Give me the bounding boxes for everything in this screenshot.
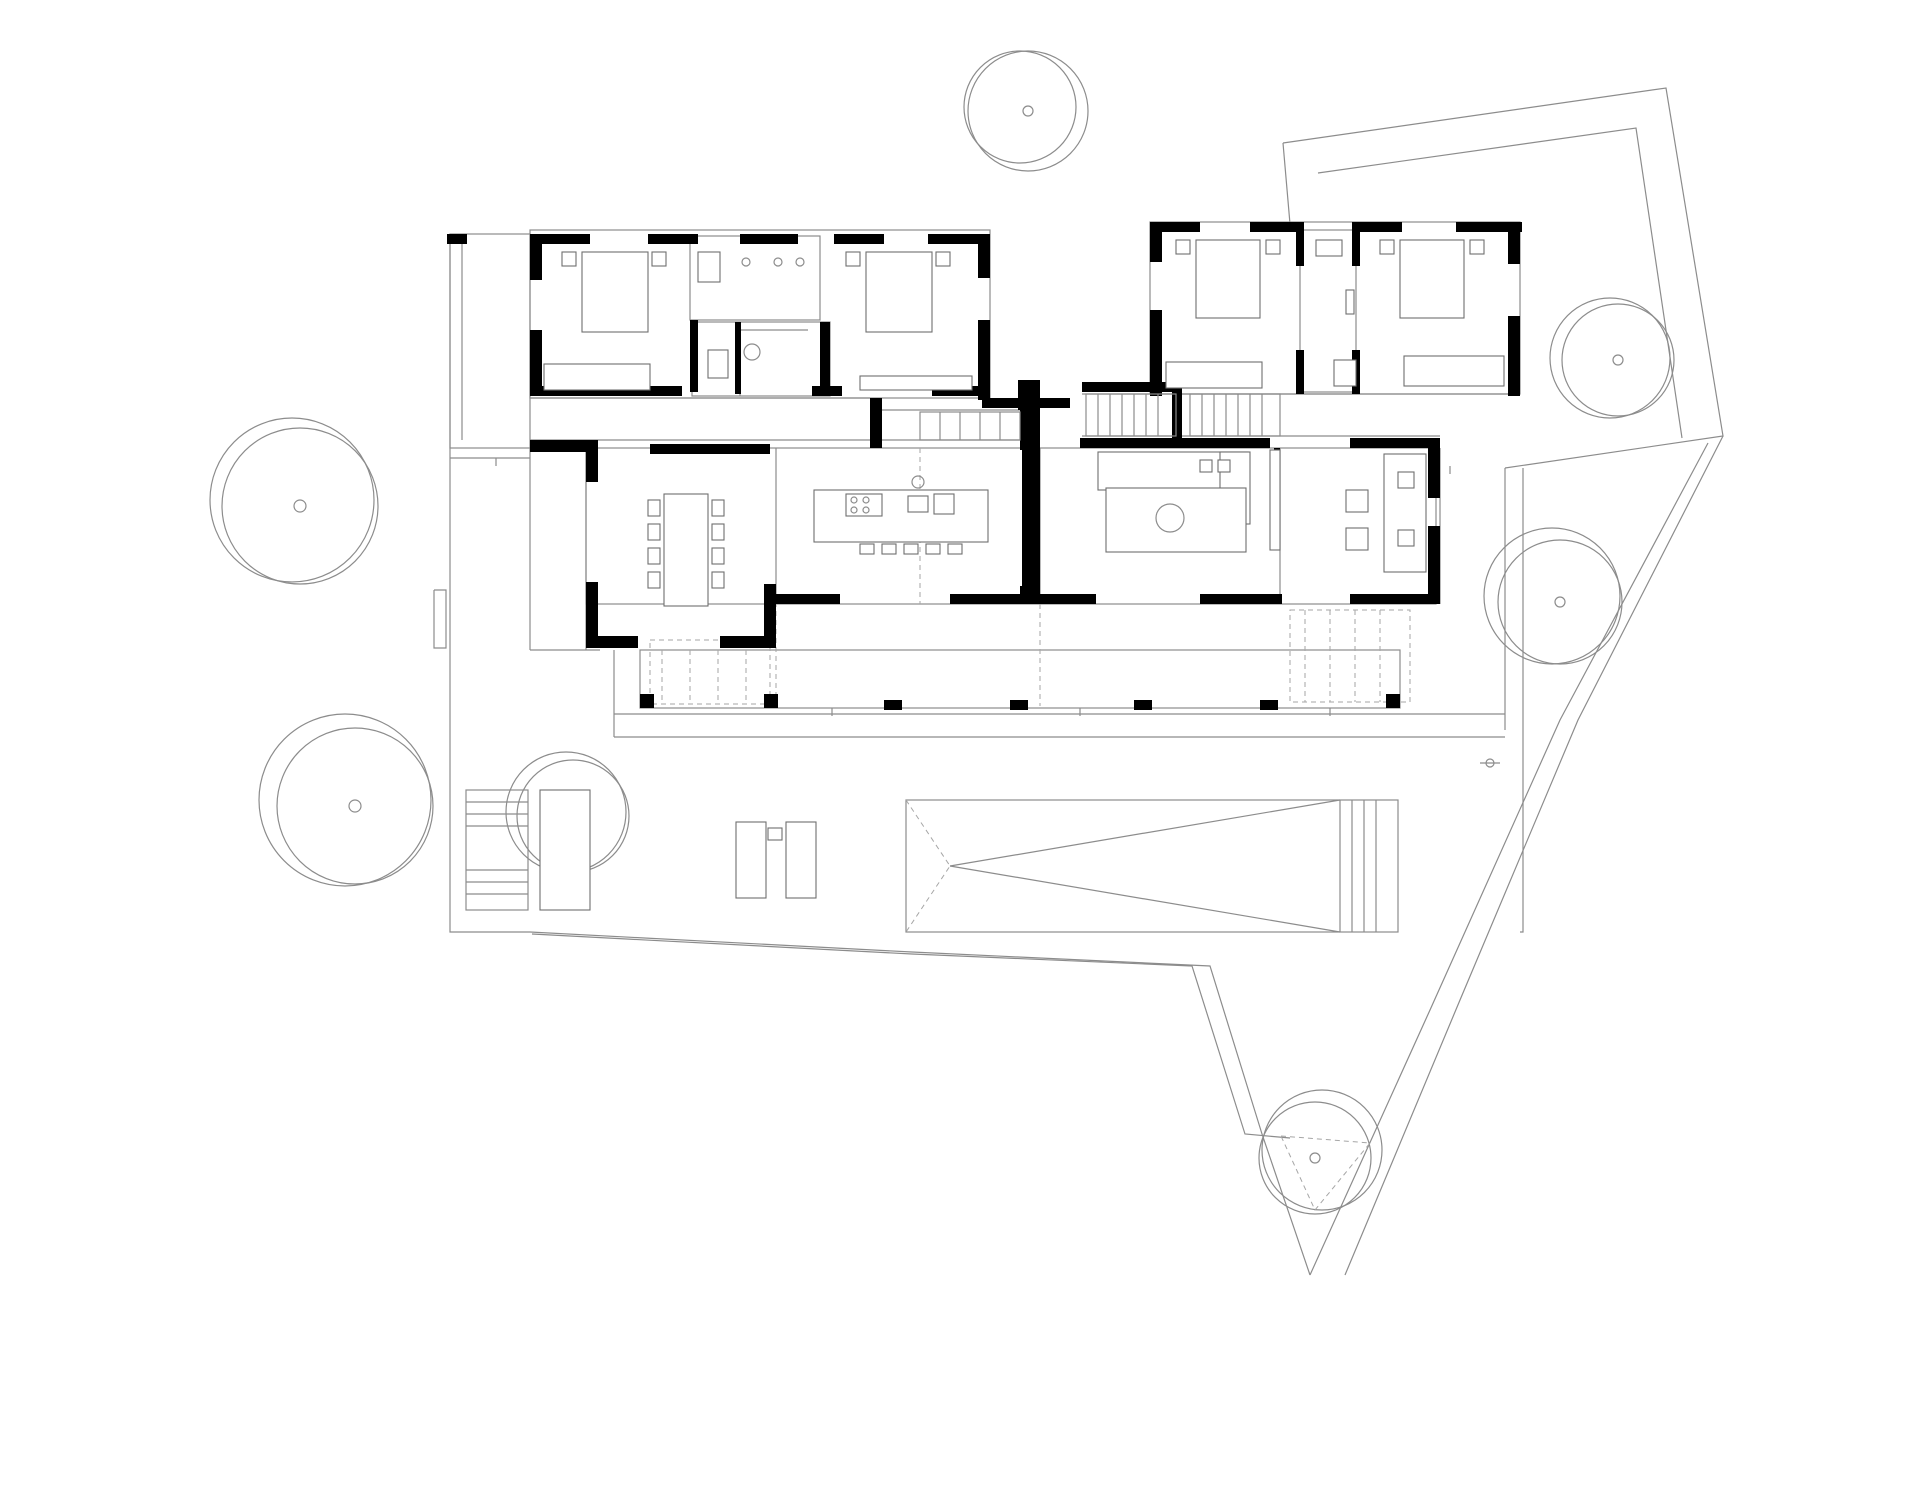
- bedroom-1: [543, 251, 667, 391]
- study-room: [1269, 449, 1427, 573]
- trees: [209, 50, 1675, 1215]
- survey-markers: [495, 458, 1500, 768]
- bedroom-4: [1379, 239, 1505, 387]
- bedroom-3: [1165, 239, 1281, 389]
- bathroom-right: [1315, 239, 1357, 387]
- walls: [447, 222, 1522, 710]
- kitchen-island: [813, 475, 989, 555]
- dining-table: [647, 493, 725, 607]
- garden-steps: [465, 789, 591, 911]
- swimming-pool: [905, 799, 1399, 933]
- tree-left-upper: [209, 417, 379, 585]
- tree-right-middle: [1483, 527, 1623, 665]
- site-boundary: [433, 87, 1724, 1276]
- stairs: [919, 393, 1281, 441]
- sun-loungers: [735, 821, 817, 899]
- bathroom-left: [697, 251, 805, 379]
- tree-bottom-right: [1258, 1089, 1383, 1215]
- tree-left-lower: [258, 713, 434, 887]
- bedroom-2: [845, 251, 973, 391]
- tree-top-center: [963, 50, 1089, 172]
- tree-right-upper: [1549, 297, 1675, 419]
- living-sofa: [1097, 451, 1251, 553]
